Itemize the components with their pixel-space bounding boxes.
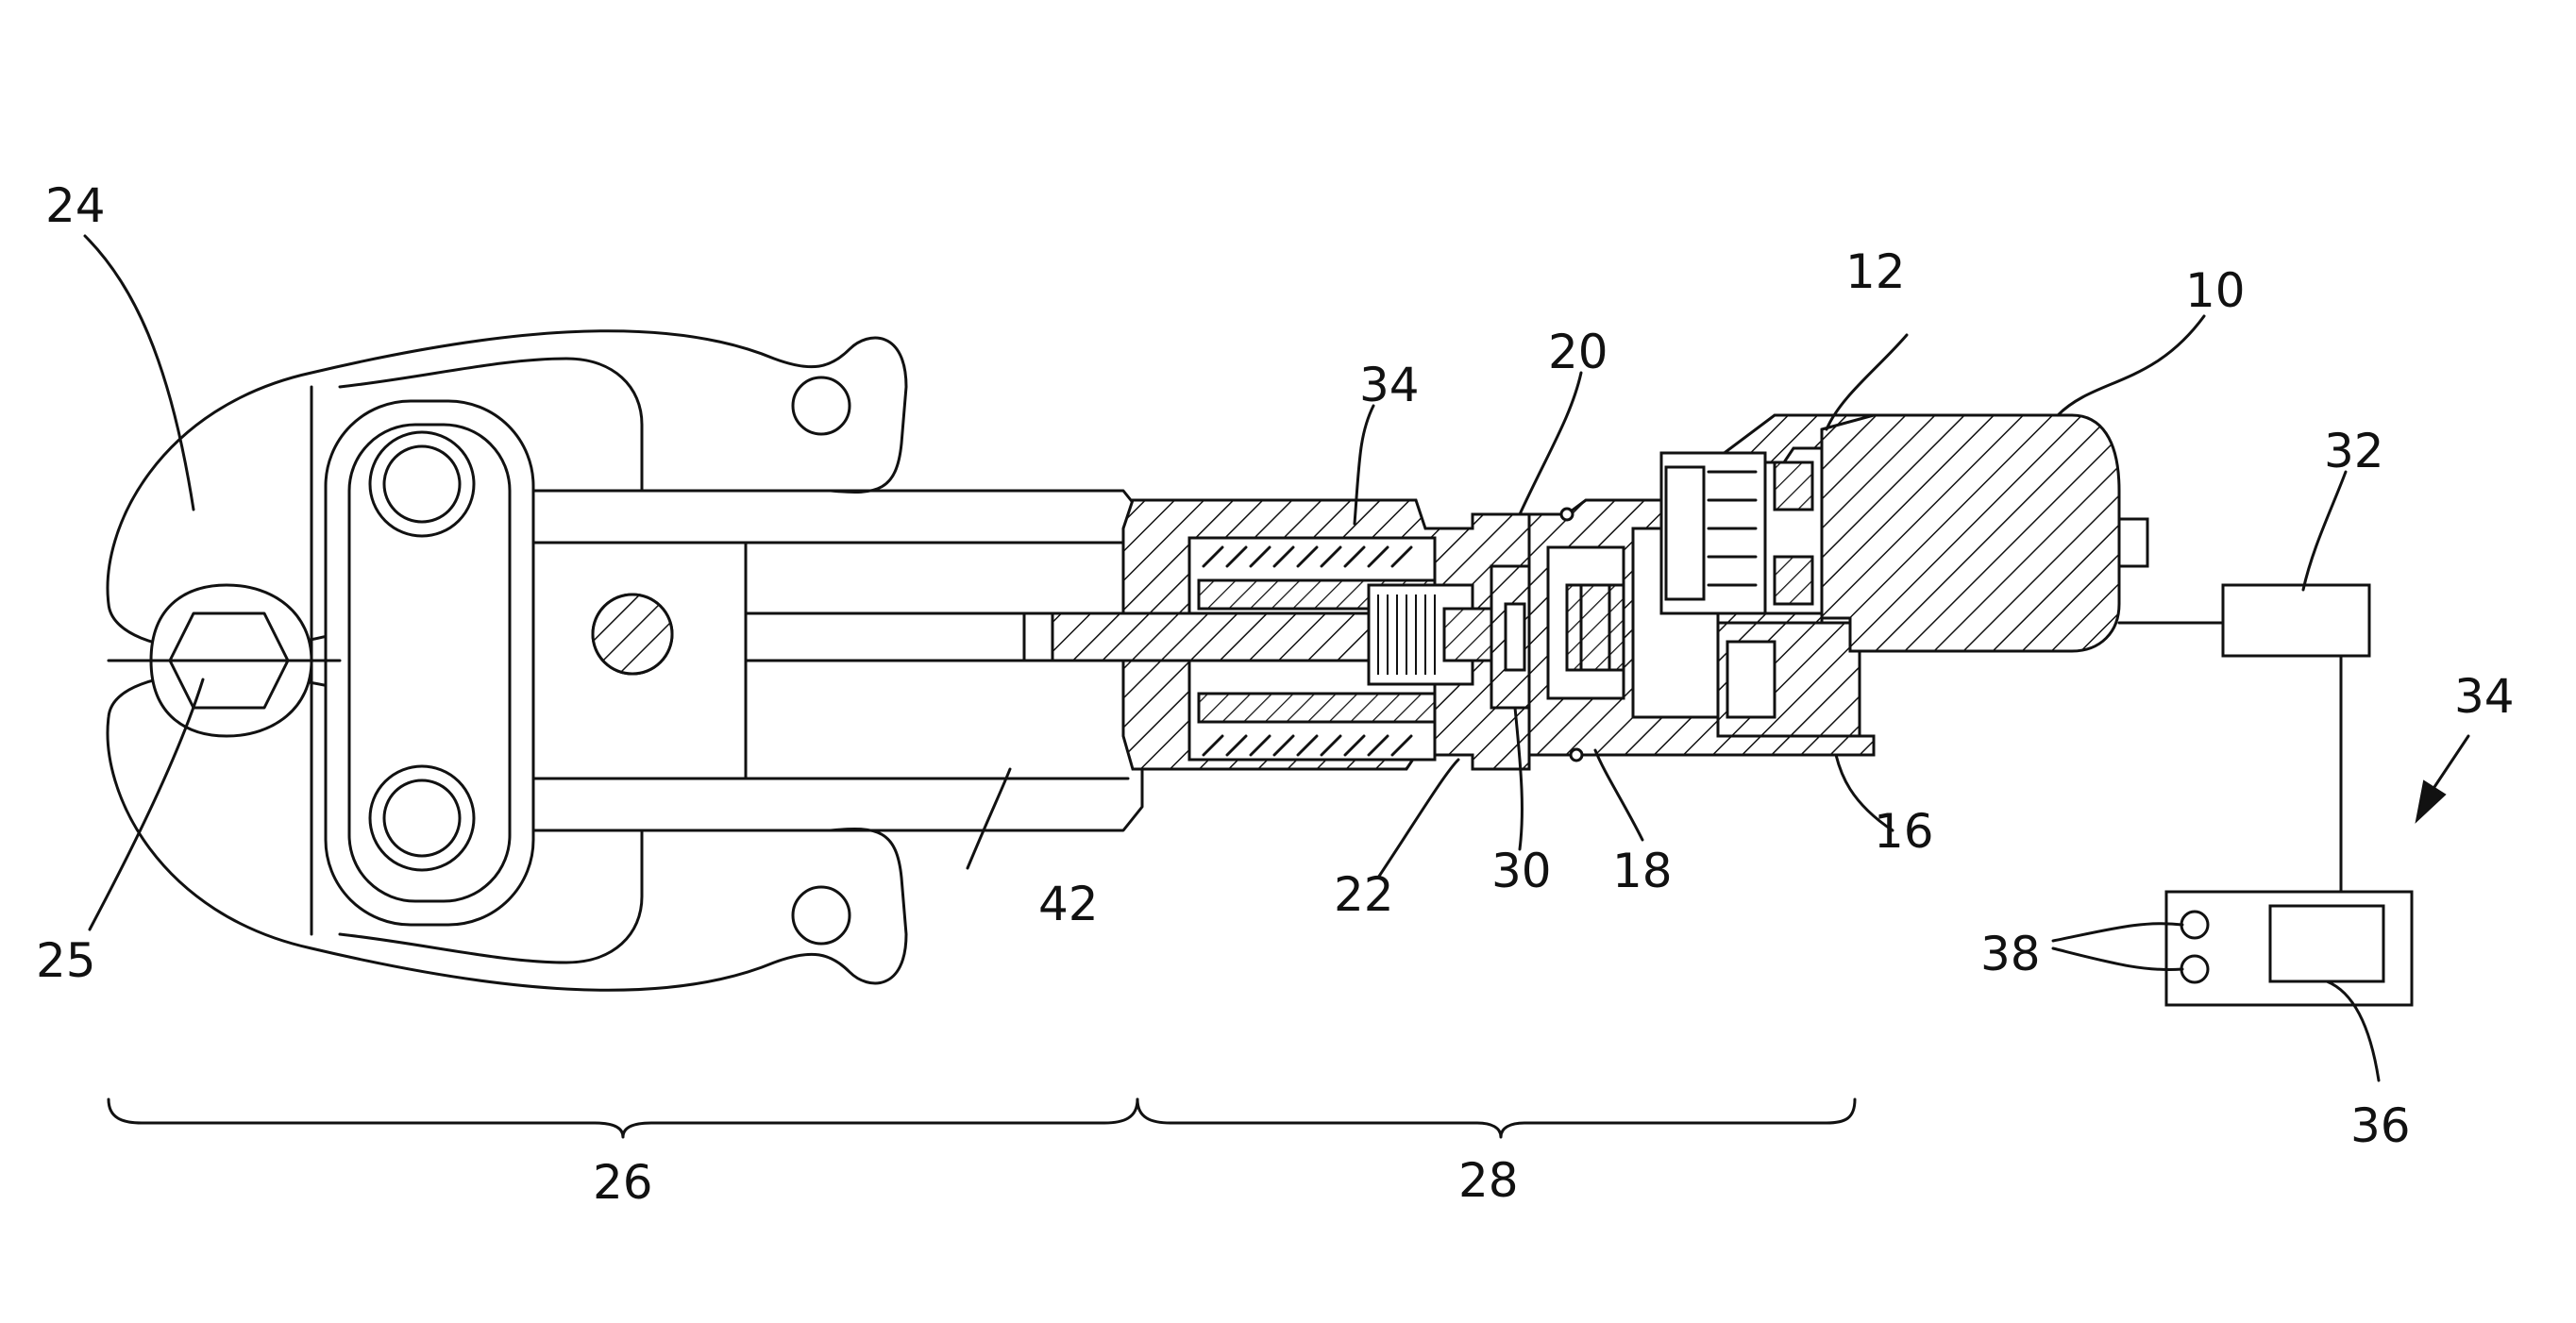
label-38: 38 [1980,927,2041,981]
brace-28 [1137,1099,1855,1137]
label-34-spring: 34 [1359,358,1420,412]
label-26: 26 [593,1155,653,1210]
bearing-lower [1775,557,1812,604]
label-10: 10 [2185,263,2246,318]
label-24: 24 [45,178,106,233]
label-34-remote: 34 [2454,669,2515,724]
motor-body [1822,415,2119,651]
label-18: 18 [1612,844,1673,898]
cylinder-section [1024,500,1534,769]
label-12: 12 [1845,244,1906,299]
label-32: 32 [2324,424,2384,478]
remote-button-1 [2181,912,2208,938]
remote-button-2 [2181,956,2208,982]
label-20: 20 [1548,325,1608,379]
label-28: 28 [1458,1153,1519,1208]
braces [109,1099,1855,1137]
label-42: 42 [1038,877,1099,931]
control-circuit [2119,585,2412,1005]
label-30: 30 [1491,844,1552,898]
remote-display [2270,906,2383,981]
motor [1822,415,2147,651]
brace-26 [109,1099,1137,1137]
label-36: 36 [2350,1098,2411,1153]
label-25: 25 [36,933,96,988]
upper-lug-hole [793,377,850,434]
label-16: 16 [1874,804,1934,859]
pump-piston [1567,585,1624,670]
control-unit-box [2223,585,2369,656]
lower-lug-hole [793,887,850,944]
piston-rod [1029,613,1369,661]
bearing-upper [1775,462,1812,510]
label-22: 22 [1334,867,1394,922]
